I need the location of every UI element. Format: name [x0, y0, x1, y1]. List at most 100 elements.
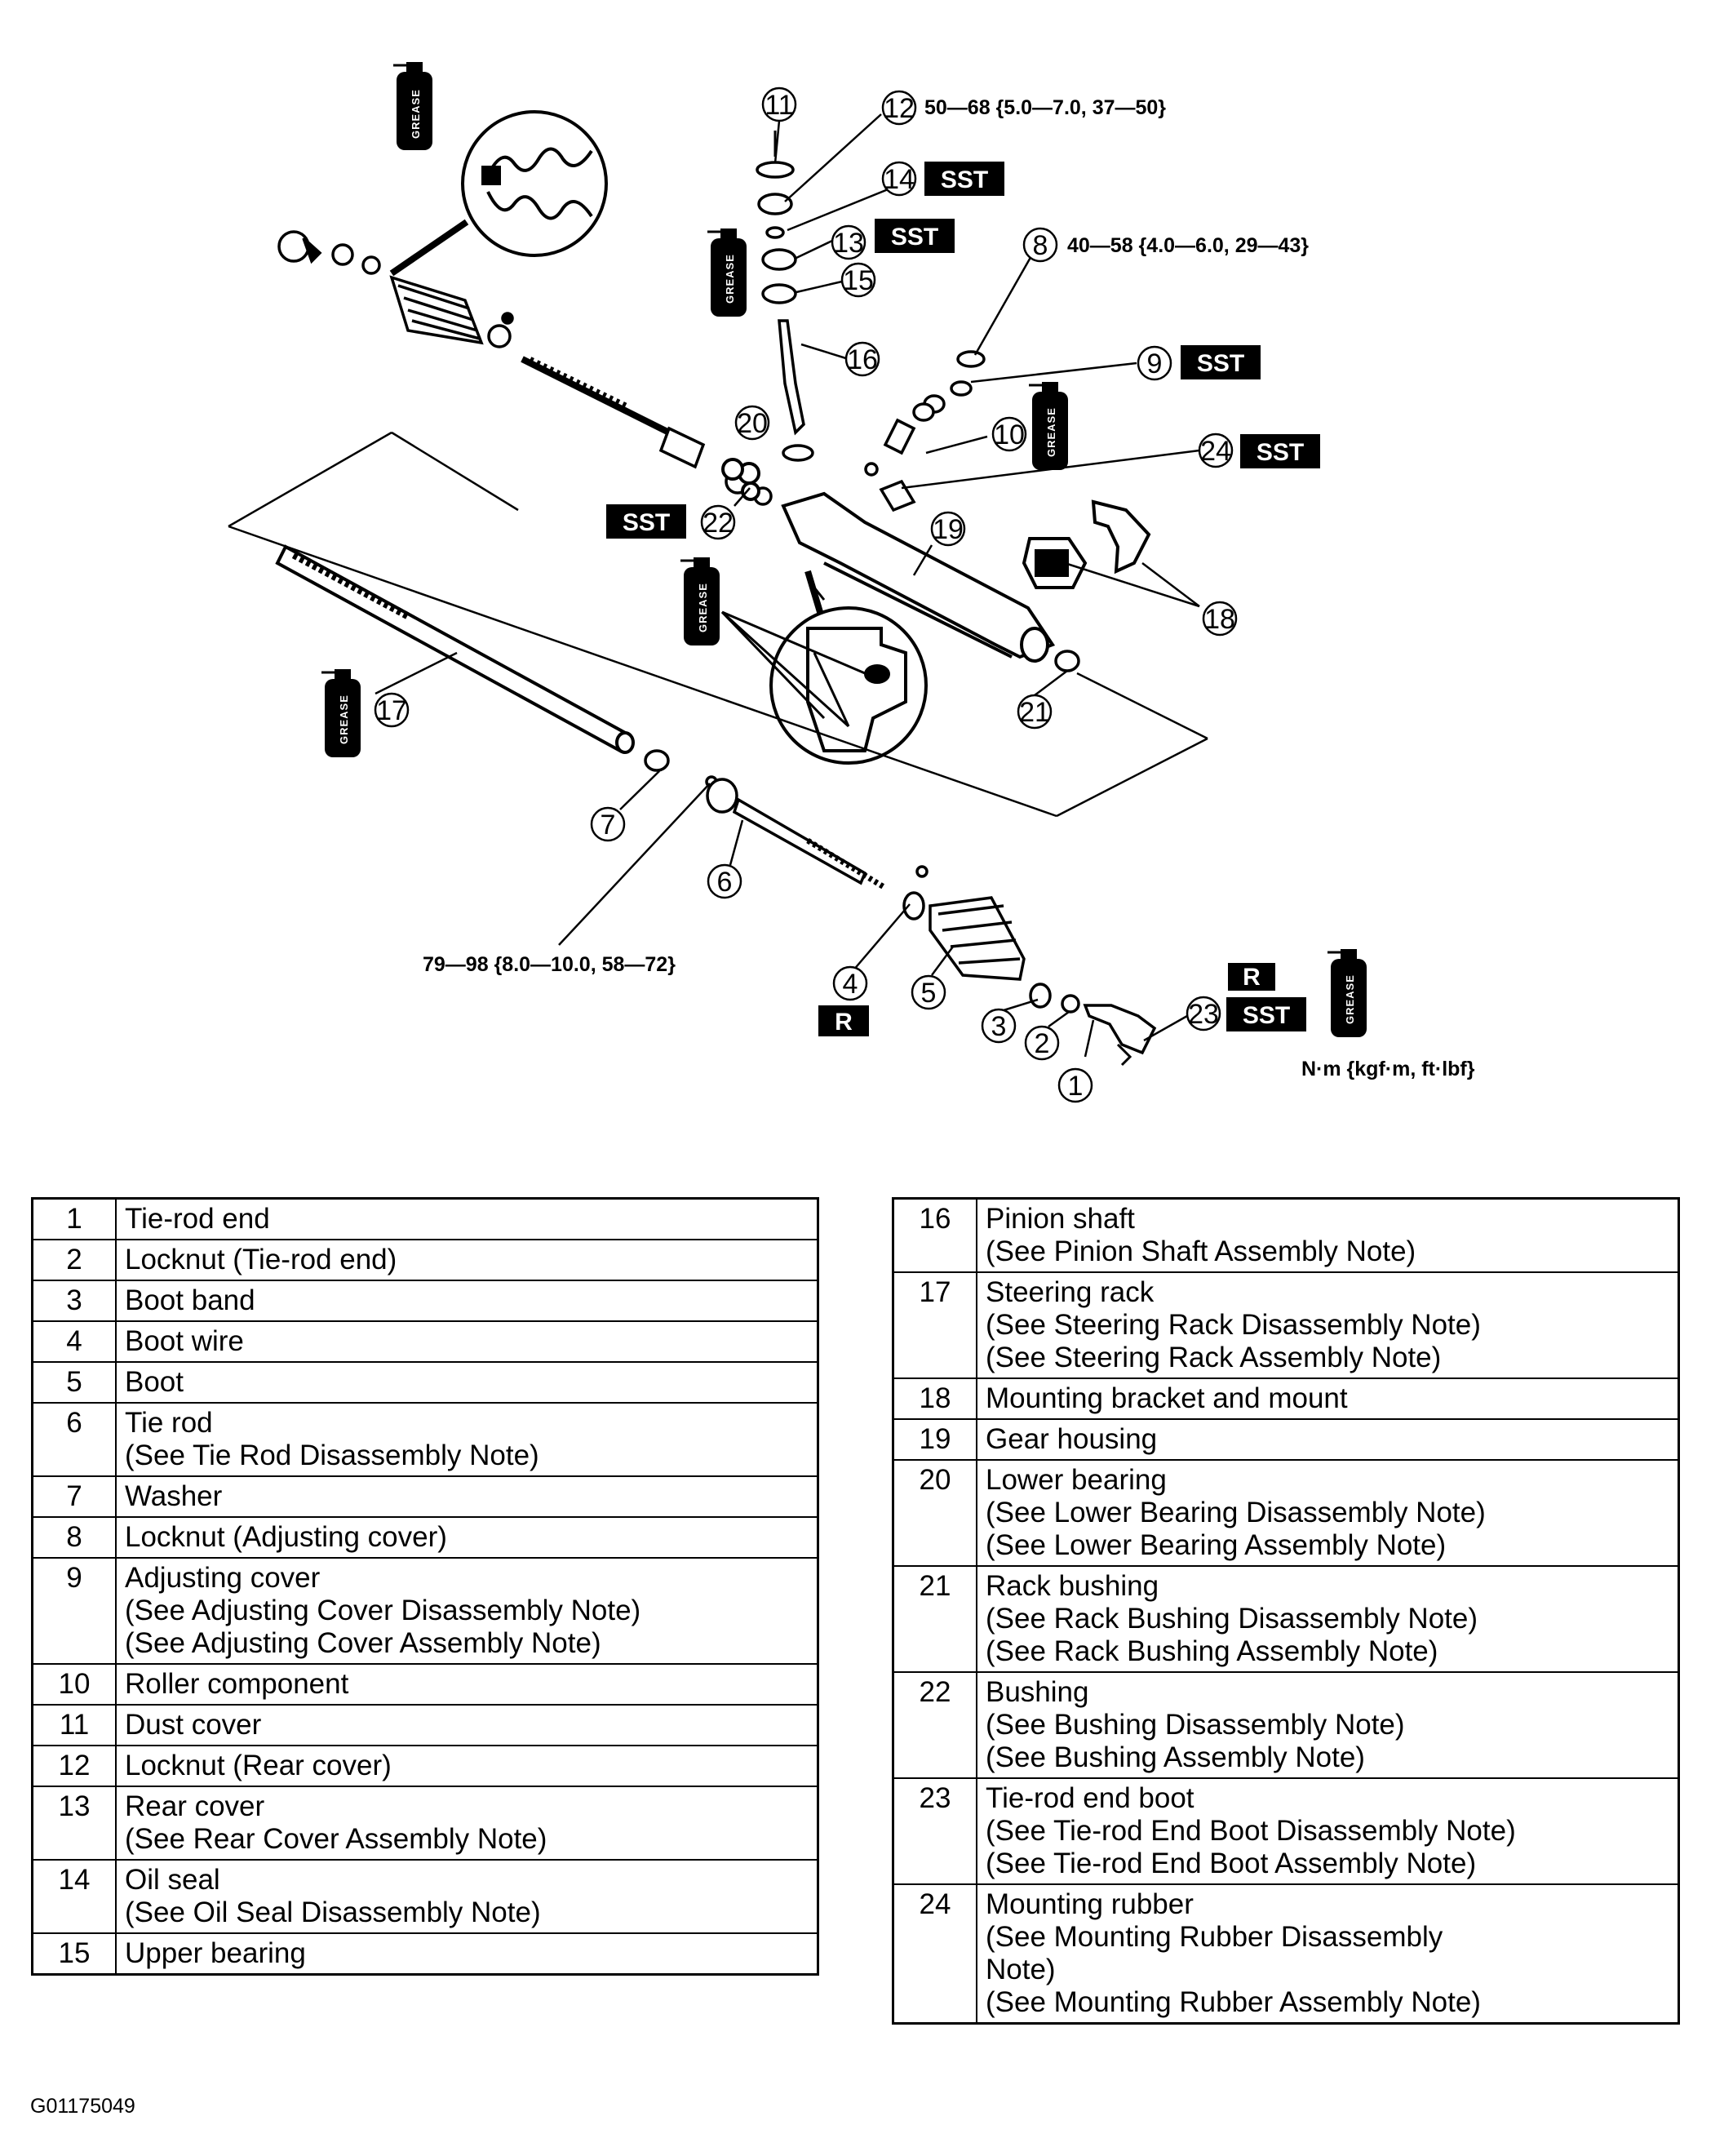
part-description: Locknut (Tie-rod end) — [115, 1239, 819, 1281]
callout-number: 10 — [994, 419, 1025, 450]
sst-badge-text: SST — [941, 166, 988, 193]
callout-number: 24 — [1200, 436, 1231, 467]
part-number: 4 — [31, 1320, 117, 1363]
callout-number: 4 — [843, 969, 858, 1000]
lower-tie-rod-assembly — [644, 749, 1157, 1067]
callout-24: 24 — [1198, 433, 1234, 468]
sst-badge: SST — [1181, 345, 1261, 379]
sst-badge-text: SST — [891, 224, 938, 251]
part-number: 23 — [892, 1777, 977, 1885]
grease-can-label: GREASE — [1045, 407, 1057, 457]
housing-detail-magnifier — [769, 570, 928, 765]
callout-number: 3 — [991, 1011, 1007, 1042]
callout-7: 7 — [590, 806, 626, 842]
part-number: 12 — [31, 1745, 117, 1787]
sst-badge-text: SST — [1197, 350, 1244, 377]
callout-16: 16 — [844, 341, 880, 377]
replace-badge-text: R — [835, 1009, 853, 1036]
sst-badge-text: SST — [1257, 439, 1304, 466]
replace-badge-text: R — [1243, 964, 1261, 991]
callout-13: 13 — [831, 224, 866, 260]
part-description: Boot — [115, 1361, 819, 1404]
callout-1: 1 — [1057, 1067, 1093, 1103]
part-description: Locknut (Adjusting cover) — [115, 1516, 819, 1559]
sst-badge: SST — [1226, 997, 1306, 1031]
callout-number: 8 — [1033, 230, 1048, 261]
part-description: Locknut (Rear cover) — [115, 1745, 819, 1787]
callout-number: 20 — [737, 408, 768, 439]
steering-rack-part — [275, 544, 635, 754]
figure-code: G01175049 — [30, 2095, 135, 2118]
exploded-view-diagram: GREASE GREASE GREASE GREASE GREASE GREAS… — [228, 60, 1475, 1103]
pinion-parts-stack — [756, 131, 814, 462]
replace-badge: R — [1228, 963, 1275, 991]
part-description: Gear housing — [976, 1418, 1680, 1461]
callout-number: 1 — [1068, 1071, 1084, 1102]
grease-can-label: GREASE — [697, 583, 709, 632]
sst-badge: SST — [924, 162, 1004, 196]
callout-8: 8 — [1022, 227, 1058, 263]
sst-badge: SST — [1240, 434, 1320, 468]
sst-badge: SST — [875, 219, 955, 253]
grease-can-label: GREASE — [338, 694, 350, 744]
part-description: Adjusting cover (See Adjusting Cover Dis… — [115, 1557, 819, 1665]
part-number: 7 — [31, 1475, 117, 1518]
mounting-bracket-part — [1022, 499, 1151, 589]
boot-detail-magnifier — [389, 110, 608, 277]
callout-20: 20 — [734, 405, 770, 441]
grease-can-label: GREASE — [410, 89, 422, 139]
part-description: Mounting rubber (See Mounting Rubber Dis… — [976, 1883, 1680, 2025]
part-number: 20 — [892, 1459, 977, 1567]
callout-number: 6 — [717, 867, 733, 898]
grease-can-label: GREASE — [724, 254, 736, 304]
torque-spec-locknut-adjusting-cover: 40—58 {4.0—6.0, 29—43} — [1067, 234, 1309, 257]
part-description: Pinion shaft (See Pinion Shaft Assembly … — [976, 1197, 1680, 1273]
part-description: Upper bearing — [115, 1932, 819, 1976]
part-description: Bushing (See Bushing Disassembly Note) (… — [976, 1671, 1680, 1779]
part-description: Tie-rod end — [115, 1197, 819, 1240]
torque-units-label: N·m {kgf·m, ft·lbf} — [1301, 1058, 1475, 1080]
callout-21: 21 — [1017, 694, 1053, 730]
callout-9: 9 — [1137, 345, 1172, 381]
part-description: Mounting bracket and mount — [976, 1377, 1680, 1420]
callout-2: 2 — [1024, 1025, 1060, 1061]
callout-14: 14 — [881, 161, 917, 197]
callout-18: 18 — [1202, 601, 1238, 637]
callout-number: 11 — [765, 90, 793, 121]
part-number: 1 — [31, 1197, 117, 1240]
callout-number: 17 — [376, 695, 407, 726]
callout-17: 17 — [374, 692, 410, 728]
grease-can-icon: GREASE — [1027, 380, 1070, 472]
part-description: Roller component — [115, 1663, 819, 1706]
part-number: 5 — [31, 1361, 117, 1404]
callout-number: 16 — [847, 344, 878, 375]
callout-number: 22 — [703, 508, 734, 539]
sst-badge-text: SST — [1243, 1002, 1290, 1029]
part-number: 13 — [31, 1786, 117, 1861]
callout-11: 11 — [761, 87, 797, 122]
callout-number: 5 — [921, 978, 937, 1009]
part-number: 14 — [31, 1859, 117, 1934]
grease-can-icon: GREASE — [1326, 947, 1368, 1039]
part-description: Washer — [115, 1475, 819, 1518]
callout-23: 23 — [1186, 996, 1221, 1031]
callout-number: 7 — [601, 810, 616, 841]
callout-22: 22 — [700, 504, 736, 540]
callout-12: 12 — [881, 90, 917, 126]
sst-badge-text: SST — [623, 509, 670, 536]
part-description: Lower bearing (See Lower Bearing Disasse… — [976, 1459, 1680, 1567]
